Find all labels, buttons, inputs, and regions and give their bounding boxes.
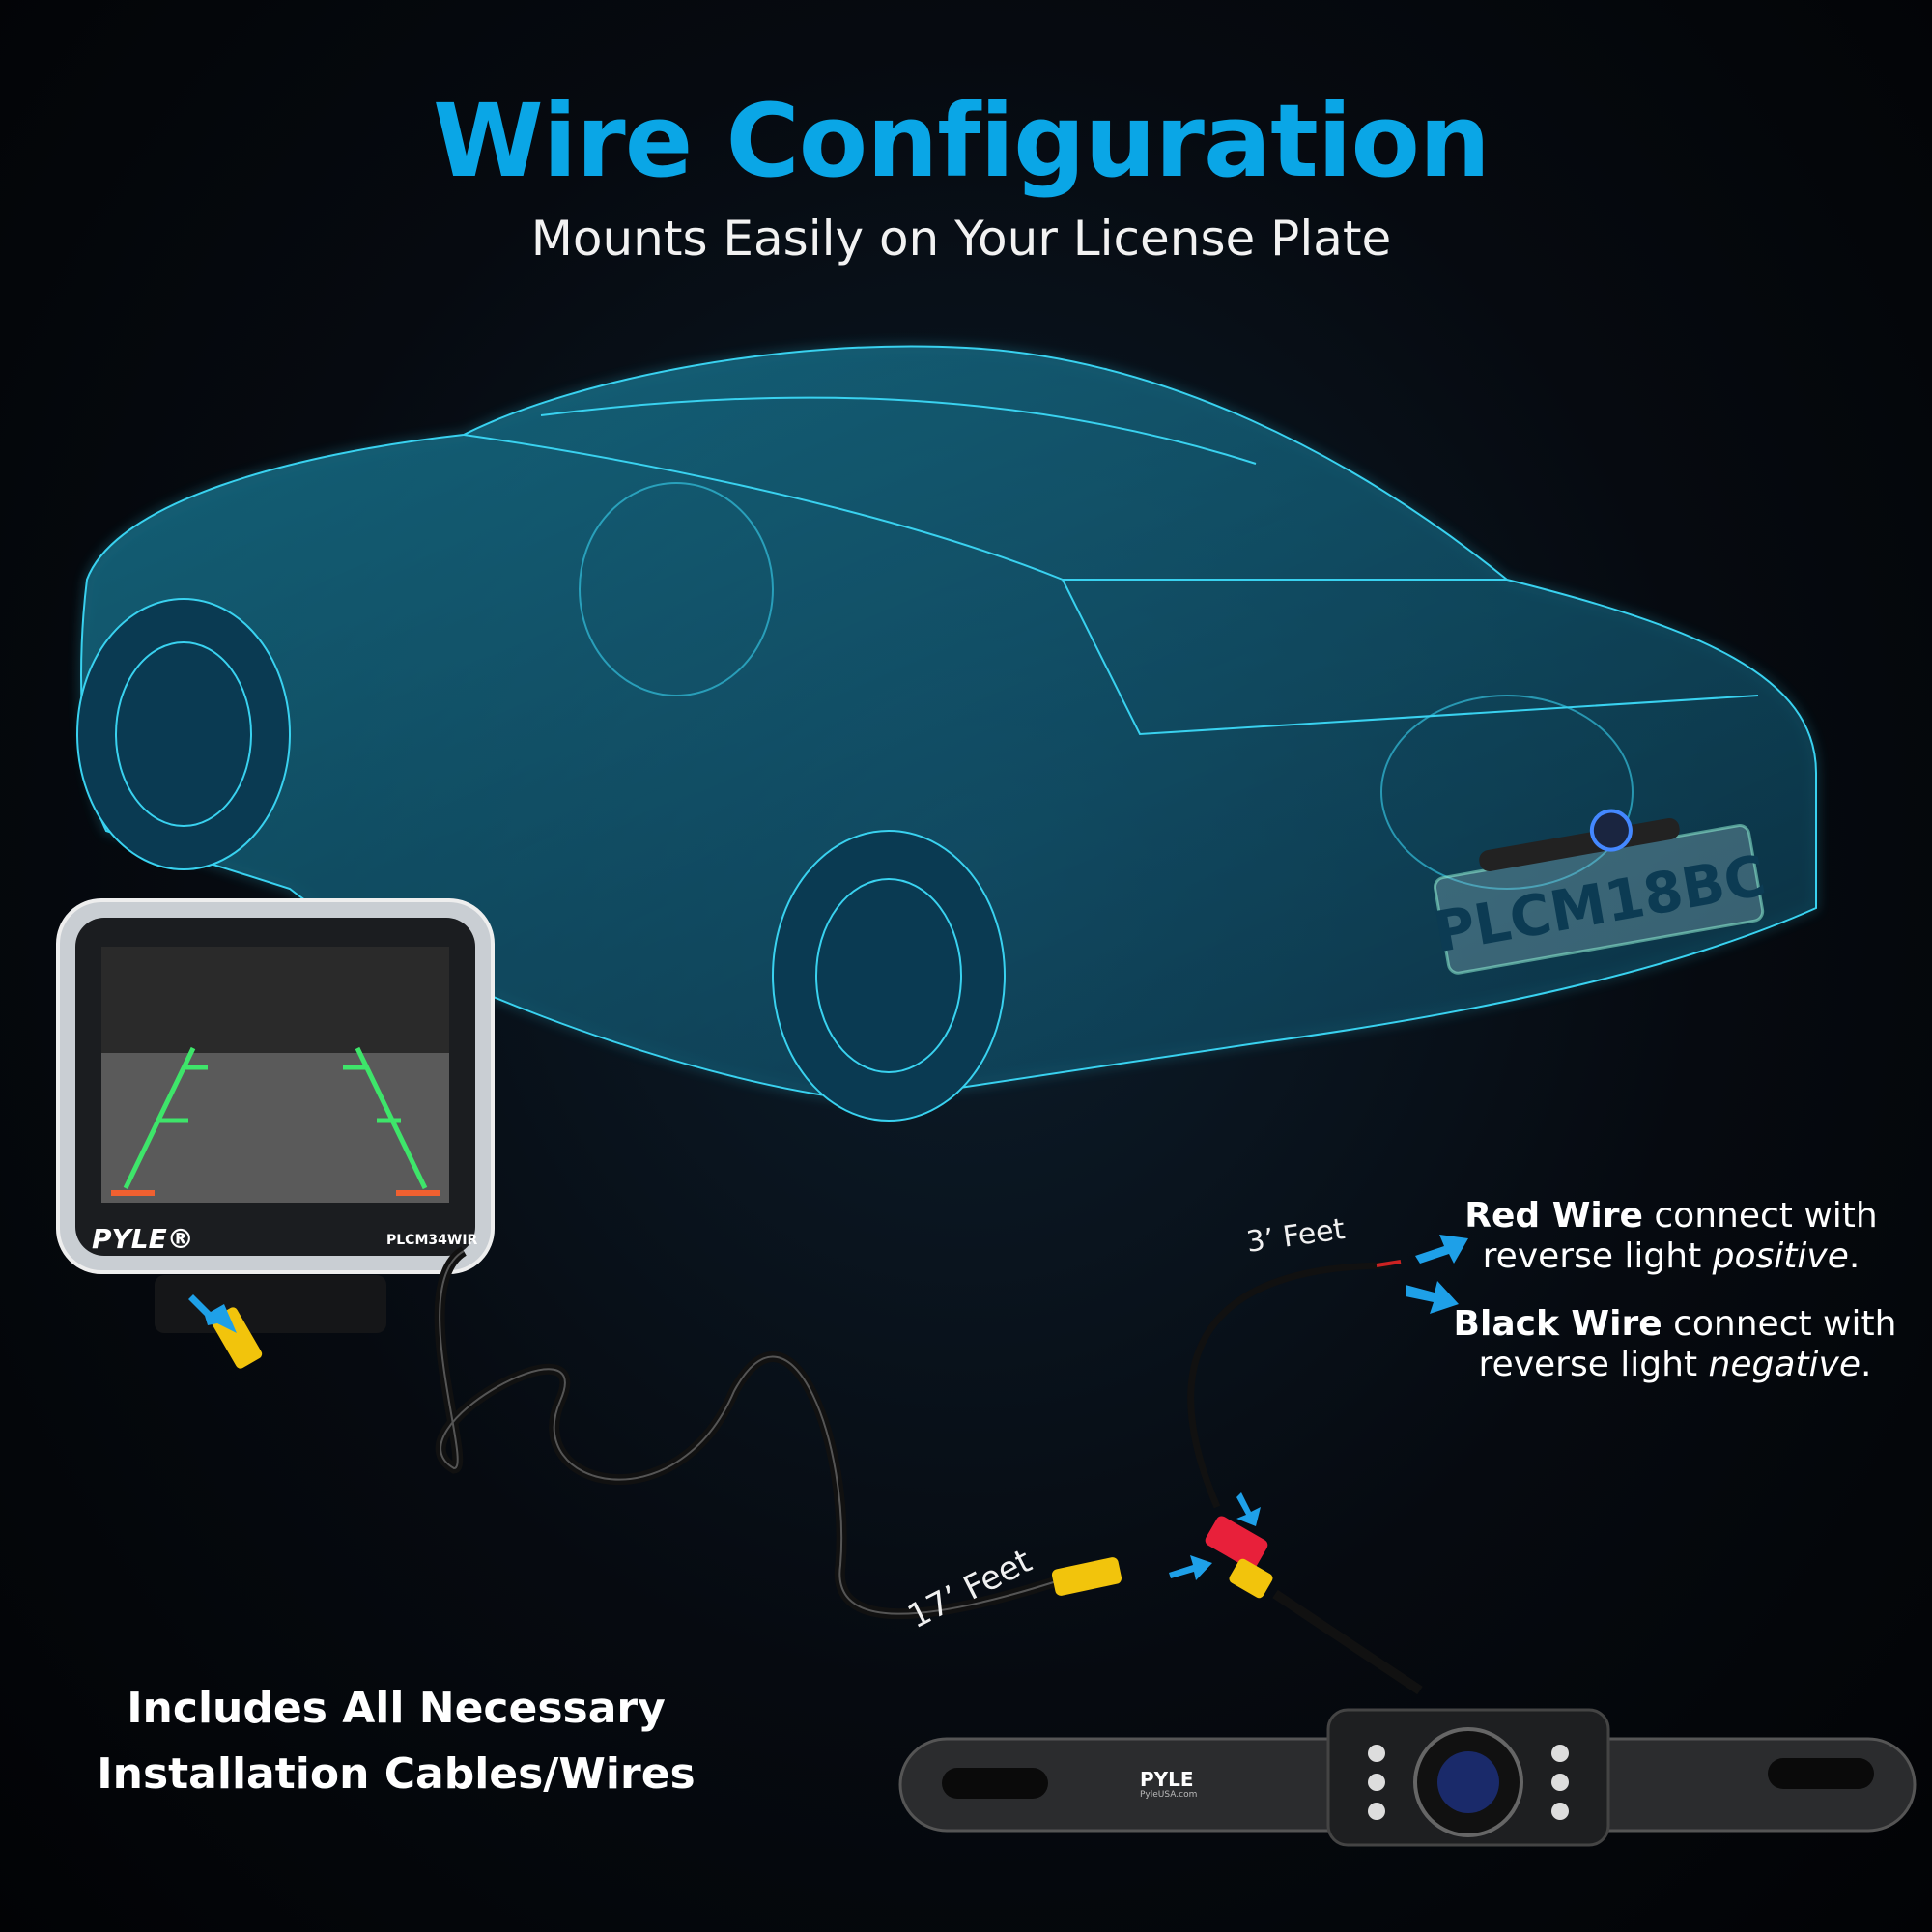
rca-yellow-plug <box>1051 1557 1122 1596</box>
black-wire-note: Black Wire connect with reverse light ne… <box>1453 1304 1897 1384</box>
red-wire-note: Red Wire connect with reverse light posi… <box>1464 1196 1878 1276</box>
long-cable <box>434 1246 1065 1620</box>
monitor-model: PLCM34WIR <box>386 1233 478 1248</box>
car-wireframe <box>76 345 1817 1122</box>
camera-brand: PYLE <box>1140 1768 1194 1791</box>
rca-red-jack <box>1205 1516 1268 1570</box>
monitor <box>56 898 495 1333</box>
short-cable <box>1187 1262 1392 1509</box>
page-subtitle: Mounts Easily on Your License Plate <box>530 211 1392 267</box>
page-title: Wire Configuration <box>433 82 1491 200</box>
includes-cables-caption: Includes All Necessary Installation Cabl… <box>97 1684 696 1799</box>
monitor-brand: PYLE® <box>92 1223 194 1255</box>
backup-camera <box>898 1708 1917 1847</box>
arrow-icons <box>188 1235 1468 1580</box>
camera-site: PyleUSA.com <box>1140 1790 1198 1800</box>
